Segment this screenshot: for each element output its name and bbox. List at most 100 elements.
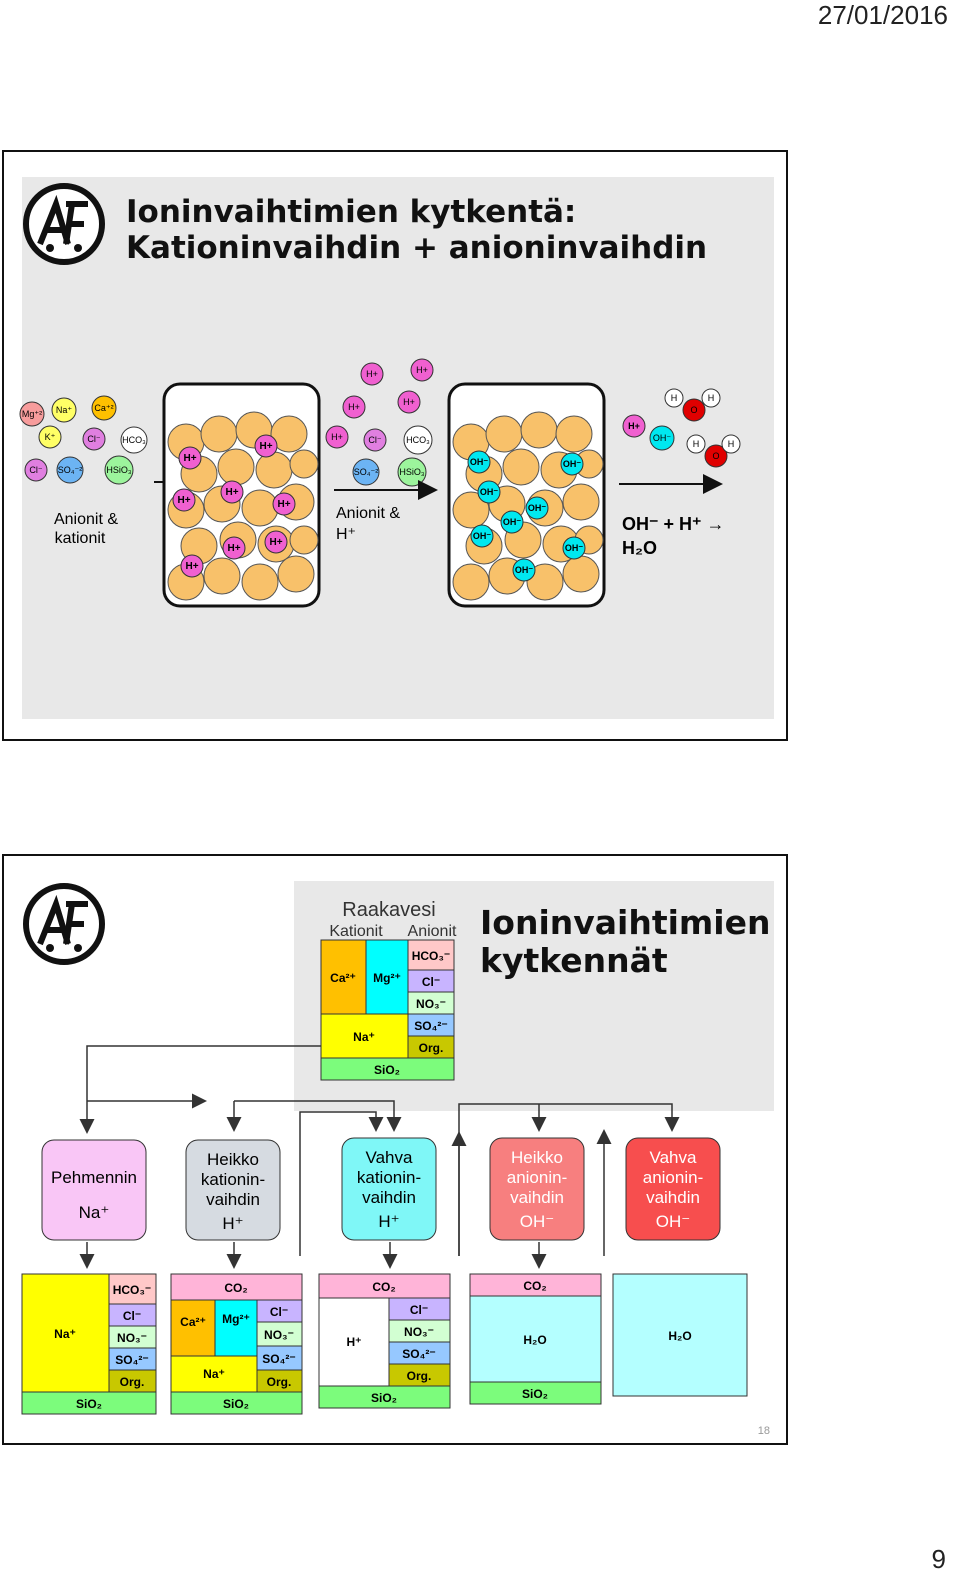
slide-1-title-line1: Ioninvaihtimien kytkentä: [126, 194, 577, 230]
svg-text:H₂O: H₂O [523, 1333, 546, 1347]
svg-text:H+: H+ [331, 432, 343, 442]
svg-text:H+: H+ [403, 397, 415, 407]
svg-text:Cl⁻: Cl⁻ [270, 1305, 288, 1319]
svg-text:OH⁻: OH⁻ [528, 503, 547, 513]
svg-text:H: H [708, 393, 715, 403]
svg-text:Cl⁻: Cl⁻ [123, 1309, 141, 1323]
svg-text:OH⁻: OH⁻ [515, 565, 534, 575]
svg-text:SO₄²⁻: SO₄²⁻ [414, 1019, 447, 1033]
svg-text:Org.: Org. [419, 1041, 444, 1055]
unit-softener: Pehmennin Na⁺ [41, 1139, 147, 1241]
svg-text:H+: H+ [269, 537, 282, 548]
svg-text:Cl⁻: Cl⁻ [87, 434, 100, 444]
svg-text:O: O [690, 405, 697, 415]
svg-text:H+: H+ [259, 441, 272, 452]
label-anions-h-2: H⁺ [336, 526, 356, 543]
svg-text:Cl⁻: Cl⁻ [410, 1303, 428, 1317]
svg-text:OH⁻: OH⁻ [480, 487, 499, 497]
svg-text:SO₄²⁻: SO₄²⁻ [402, 1347, 435, 1361]
afa-logo-icon [23, 883, 105, 965]
svg-text:anionin-: anionin- [507, 1168, 568, 1187]
svg-text:H+: H+ [185, 561, 198, 572]
svg-text:vaihdin: vaihdin [510, 1188, 564, 1207]
svg-text:H+: H+ [227, 543, 240, 554]
unit-strong-anion-exchanger: Vahva anionin- vaihdin OH⁻ [625, 1137, 721, 1241]
svg-text:NO₃⁻: NO₃⁻ [117, 1331, 147, 1345]
slide-2-title-line2: kytkennät [480, 941, 668, 980]
svg-text:NO₃⁻: NO₃⁻ [264, 1328, 294, 1342]
reaction-ions-right: H+ OH⁻ O H H O H H [622, 388, 741, 468]
svg-text:Heikko: Heikko [511, 1148, 563, 1167]
svg-text:Cl⁻: Cl⁻ [368, 435, 381, 445]
svg-text:CO₂: CO₂ [523, 1279, 546, 1293]
svg-text:SiO₂: SiO₂ [374, 1063, 400, 1077]
svg-text:anionin-: anionin- [643, 1168, 704, 1187]
svg-text:OH⁻: OH⁻ [470, 457, 489, 467]
result-strong-cation: CO₂ H⁺ Cl⁻ NO₃⁻ SO₄²⁻ Org. SiO₂ [318, 1273, 451, 1409]
svg-text:H+: H+ [277, 499, 290, 510]
svg-text:Vahva: Vahva [366, 1148, 413, 1167]
svg-text:O: O [712, 451, 719, 461]
label-anions-cations-1: Anionit & [54, 511, 118, 528]
svg-text:CO₂: CO₂ [372, 1280, 395, 1294]
raw-water-anions-label: Anionit [408, 923, 457, 940]
svg-text:Org.: Org. [407, 1369, 432, 1383]
raw-water-title: Raakavesi [342, 899, 435, 921]
slide-1: Ioninvaihtimien kytkentä: Kationinvaihdi… [2, 150, 788, 741]
svg-text:H: H [671, 393, 678, 403]
label-anions-h-1: Anionit & [336, 505, 400, 522]
result-weak-anion: CO₂ H₂O SiO₂ [469, 1273, 602, 1405]
svg-text:OH⁻: OH⁻ [565, 543, 584, 553]
cation-exchanger-column: H+H+ H+H+ H+H+ H+H+ [162, 382, 321, 608]
svg-text:Ca²⁺: Ca²⁺ [180, 1315, 206, 1329]
svg-text:H: H [693, 439, 700, 449]
svg-text:vaihdin: vaihdin [362, 1188, 416, 1207]
reaction-equation-1: OH⁻ + H⁺ → [622, 514, 725, 534]
slide-2-title-line1: Ioninvaihtimien [480, 903, 771, 942]
svg-text:SO₄⁻²: SO₄⁻² [58, 465, 82, 475]
svg-text:Mg²⁺: Mg²⁺ [222, 1312, 250, 1326]
anion-exchanger-column: OH⁻OH⁻ OH⁻OH⁻ OH⁻OH⁻ OH⁻OH⁻ [447, 382, 606, 608]
slide-1-background [22, 177, 774, 719]
result-strong-anion: H₂O [612, 1273, 748, 1397]
svg-text:H₂O: H₂O [668, 1329, 691, 1343]
svg-text:H: H [728, 439, 735, 449]
svg-text:NO₃⁻: NO₃⁻ [404, 1325, 434, 1339]
svg-text:Ca²⁺: Ca²⁺ [330, 971, 356, 985]
svg-text:SiO₂: SiO₂ [76, 1397, 102, 1411]
svg-text:kationin-: kationin- [201, 1170, 265, 1189]
svg-text:SiO₂: SiO₂ [522, 1387, 548, 1401]
svg-text:H+: H+ [366, 369, 378, 379]
svg-text:H+: H+ [348, 402, 360, 412]
svg-text:NO₃⁻: NO₃⁻ [416, 997, 446, 1011]
label-anions-cations-2: kationit [55, 530, 106, 547]
svg-text:SO₄⁻²: SO₄⁻² [354, 467, 378, 477]
svg-text:Na⁺: Na⁺ [203, 1367, 225, 1381]
svg-text:H+: H+ [177, 495, 190, 506]
svg-text:OH⁻: OH⁻ [520, 1212, 554, 1231]
header-date: 27/01/2016 [817, 0, 948, 30]
free-ions-middle: H+H+H+H+H+ Cl⁻ HCO₃ SO₄⁻² HSiO₃ [325, 358, 434, 487]
svg-text:OH⁻: OH⁻ [563, 459, 582, 469]
slide-1-title-line2: Kationinvaihdin + anioninvaihdin [126, 230, 708, 266]
svg-text:HSiO₃: HSiO₃ [399, 467, 425, 477]
svg-text:CO₂: CO₂ [224, 1281, 247, 1295]
svg-text:H+: H+ [183, 453, 196, 464]
svg-text:Heikko: Heikko [207, 1150, 259, 1169]
svg-text:Org.: Org. [267, 1375, 292, 1389]
svg-text:OH⁻: OH⁻ [503, 517, 522, 527]
svg-text:Mg²⁺: Mg²⁺ [373, 971, 401, 985]
unit-strong-cation-exchanger: Vahva kationin- vaihdin H⁺ [341, 1137, 437, 1241]
ion-exchange-flow-diagram: Raakavesi Kationit Anionit Ca²⁺ Mg²⁺ Na⁺… [21, 899, 748, 1415]
svg-text:Cl⁻: Cl⁻ [422, 975, 440, 989]
result-softener: Na⁺ HCO₃⁻ Cl⁻ NO₃⁻ SO₄²⁻ Org. SiO₂ [21, 1273, 157, 1415]
unit-weak-cation-exchanger: Heikko kationin- vaihdin H⁺ [185, 1139, 281, 1241]
svg-text:kationin-: kationin- [357, 1168, 421, 1187]
svg-text:H+: H+ [416, 365, 428, 375]
svg-text:HCO₃⁻: HCO₃⁻ [113, 1283, 152, 1297]
svg-text:SO₄²⁻: SO₄²⁻ [262, 1352, 295, 1366]
svg-text:H⁺: H⁺ [378, 1212, 399, 1231]
svg-text:SO₄²⁻: SO₄²⁻ [115, 1353, 148, 1367]
raw-water-cations-label: Kationit [329, 923, 383, 940]
page-number: 9 [931, 1544, 946, 1574]
